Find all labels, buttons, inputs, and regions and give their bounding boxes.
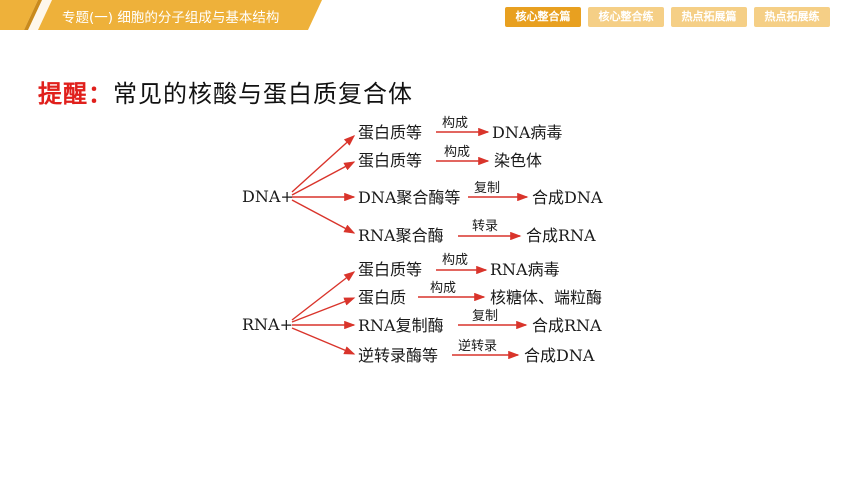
dna-branch-arrow	[291, 135, 356, 193]
dna-row-4-result: 合成RNA	[526, 226, 596, 245]
dna-branch-arrows	[291, 135, 356, 234]
rna-row-3-result: 合成RNA	[532, 316, 602, 335]
rna-source-label: RNA+	[242, 315, 293, 334]
dna-row-2-result: 染色体	[494, 151, 542, 170]
rna-row-4-result: 合成DNA	[524, 346, 595, 365]
chapter-title: 专题(一) 细胞的分子组成与基本结构	[62, 10, 280, 26]
heading-text: 常见的核酸与蛋白质复合体	[113, 80, 413, 108]
rna-row-2-result: 核糖体、端粒酶	[490, 288, 602, 307]
rna-row-4-left: 逆转录酶等	[358, 346, 438, 365]
dna-source-label: DNA+	[242, 187, 294, 206]
dna-row-1-left: 蛋白质等	[358, 123, 422, 142]
rna-branch-arrow	[291, 327, 356, 355]
rna-row-1-result: RNA病毒	[490, 260, 560, 279]
rna-row-3-left: RNA复制酶	[358, 316, 444, 335]
dna-row-2-verb: 构成	[444, 145, 470, 160]
rna-row-4-verb: 逆转录	[458, 338, 497, 354]
dna-branch-arrow	[291, 199, 356, 234]
tab-core-integration[interactable]: 核心整合篇	[505, 7, 581, 27]
rna-branch-arrows	[291, 271, 356, 355]
dna-row-1-result: DNA病毒	[492, 123, 562, 142]
rna-row-2-verb: 构成	[430, 281, 456, 296]
top-bar: 专题(一) 细胞的分子组成与基本结构 核心整合篇 核心整合练 热点拓展篇 热点拓…	[0, 0, 860, 30]
tab-hotspot-practice[interactable]: 热点拓展练	[754, 7, 830, 27]
rna-branch-arrow	[291, 271, 356, 321]
title-tab-shape	[0, 0, 322, 30]
rna-branch-arrow	[291, 297, 356, 323]
dna-row-1-verb: 构成	[442, 116, 468, 131]
rna-row-1-left: 蛋白质等	[358, 260, 422, 279]
dna-row-4-verb: 转录	[472, 219, 498, 234]
rna-row-3-verb: 复制	[472, 309, 498, 324]
tab-hotspot-extension[interactable]: 热点拓展篇	[671, 7, 747, 27]
dna-row-3-left: DNA聚合酶等	[358, 188, 460, 207]
dna-row-4-left: RNA聚合酶	[358, 226, 444, 245]
dna-row-3-verb: 复制	[474, 181, 500, 196]
dna-row-2-left: 蛋白质等	[358, 151, 422, 170]
rna-row-2-left: 蛋白质	[358, 288, 406, 307]
tab-core-practice[interactable]: 核心整合练	[588, 7, 664, 27]
heading-prefix: 提醒：	[38, 80, 113, 108]
dna-branch-arrow	[291, 161, 356, 196]
page-heading: 提醒：常见的核酸与蛋白质复合体	[38, 74, 413, 109]
chapter-title-tab: 专题(一) 细胞的分子组成与基本结构	[0, 0, 330, 30]
rna-row-1-verb: 构成	[442, 253, 468, 268]
dna-row-3-result: 合成DNA	[532, 188, 603, 207]
